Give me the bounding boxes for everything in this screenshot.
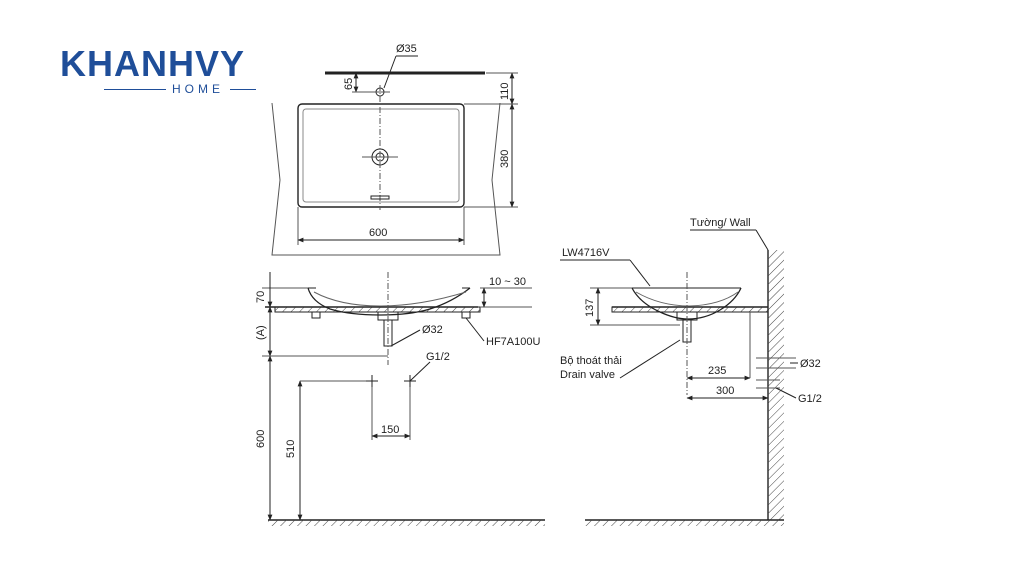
counter-outline-top xyxy=(271,102,501,256)
wall-hatch xyxy=(768,250,784,520)
label-dim-70: 70 xyxy=(255,291,267,303)
leader-g12-side xyxy=(775,387,797,399)
counter-slab xyxy=(274,306,481,313)
side-view xyxy=(560,229,798,526)
label-dim-110: 110 xyxy=(499,82,511,100)
counter-slab-side xyxy=(611,306,769,313)
basin-inner-front xyxy=(313,291,467,307)
brand-sub: HOME xyxy=(172,82,224,96)
leader-35 xyxy=(383,55,397,89)
basin-inner-side xyxy=(635,291,739,307)
label-drain-en: Drain valve xyxy=(560,369,615,381)
basin-inner xyxy=(302,108,460,203)
label-dim-137: 137 xyxy=(584,299,596,317)
logo-line-right xyxy=(230,89,256,90)
label-dim-380: 380 xyxy=(499,150,511,168)
label-dim-65: 65 xyxy=(343,78,355,90)
floor-hatch-front xyxy=(268,520,545,526)
label-dim-300: 300 xyxy=(716,385,734,397)
clip-left xyxy=(311,311,321,319)
leader-g12-front xyxy=(409,361,431,382)
leader-model xyxy=(629,259,651,287)
label-dim-235: 235 xyxy=(708,365,726,377)
clip-right xyxy=(461,311,471,319)
overflow-slot xyxy=(370,195,390,200)
label-dim-150: 150 xyxy=(381,424,399,436)
label-dim-a: (A) xyxy=(255,325,267,340)
label-wall: Tường/ Wall xyxy=(690,217,751,229)
label-dim-600-top: 600 xyxy=(369,227,387,239)
label-model: LW4716V xyxy=(562,247,610,259)
brand-name: KHANHVY xyxy=(60,43,246,84)
label-dia-32-front: Ø32 xyxy=(422,324,443,336)
leader-hf7a100u xyxy=(465,317,485,342)
label-dia-32-side: Ø32 xyxy=(800,358,821,370)
logo-line-left xyxy=(104,89,166,90)
floor-hatch-side xyxy=(585,520,784,526)
leader-drain-valve xyxy=(619,339,681,379)
basin-body-side xyxy=(631,287,742,320)
label-drain-vn: Bộ thoát thải xyxy=(560,355,622,367)
label-dim-10-30: 10 ~ 30 xyxy=(489,276,526,288)
brand-logo: KHANHVY HOME xyxy=(60,44,304,96)
basin-body-front xyxy=(307,287,471,316)
leader-wall xyxy=(755,229,769,251)
basin-outline xyxy=(297,103,465,208)
front-view xyxy=(262,272,545,526)
label-g12-side: G1/2 xyxy=(798,393,822,405)
label-hole-35: Ø35 xyxy=(396,43,417,55)
label-hf7a100u: HF7A100U xyxy=(486,336,540,348)
leader-32-front xyxy=(390,329,421,347)
label-dim-600-front: 600 xyxy=(255,430,267,448)
label-dim-510: 510 xyxy=(285,440,297,458)
label-g12-front: G1/2 xyxy=(426,351,450,363)
top-view xyxy=(271,55,518,256)
